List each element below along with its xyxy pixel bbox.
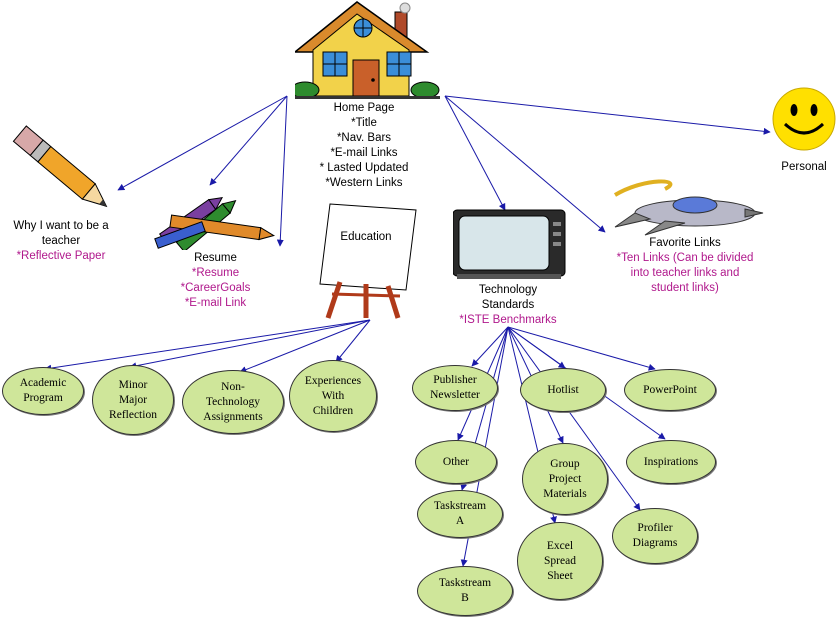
resume-item: *E-mail Link	[184, 297, 247, 309]
edge-home-why	[117, 95, 288, 191]
node-text: Taskstream	[433, 500, 487, 512]
node-text: Publisher	[433, 374, 477, 386]
home-page-item: *E-mail Links	[330, 147, 398, 159]
edge-home-favorite	[444, 95, 606, 233]
node-text: Minor	[118, 378, 148, 391]
node-text: Newsletter	[430, 389, 480, 401]
tech-standards-node: Technology Standards *ISTE Benchmarks	[448, 283, 568, 328]
edge-home-personal	[444, 95, 771, 135]
favorite-links-title: Favorite Links	[649, 237, 721, 249]
home-page-node: Home Page *Title *Nav. Bars *E-mail Link…	[318, 101, 410, 191]
home-page-item: *Title	[351, 117, 377, 129]
edge-home-tech	[444, 95, 506, 211]
education-title: Education	[340, 231, 392, 243]
home-page-item: *Western Links	[325, 177, 403, 189]
tech-standards-item: *ISTE Benchmarks	[459, 314, 557, 326]
resume-item: *CareerGoals	[180, 282, 251, 294]
home-page-item: * Lasted Updated	[319, 162, 409, 174]
resume-title: Resume	[194, 252, 237, 264]
node-text: Spread	[544, 554, 576, 567]
node-text: Diagrams	[632, 537, 678, 549]
node-text: B	[461, 592, 469, 604]
edge-edu-minor	[129, 319, 371, 370]
node-text: PowerPoint	[643, 383, 697, 396]
node-text: Profiler	[637, 522, 673, 534]
edge-tech-profiler	[507, 326, 641, 511]
edge-tech-powerpoint	[507, 326, 656, 371]
node-text: Other	[442, 455, 470, 468]
why-teacher-title: Why I want to be a teacher	[13, 220, 109, 247]
node-text: Technology	[205, 395, 261, 408]
pencil-icon	[12, 125, 108, 208]
favorite-links-item: into teacher links and	[630, 267, 740, 279]
edge-home-resume	[209, 95, 288, 186]
node-inspirations[interactable]: Inspirations	[626, 440, 716, 484]
edge-home-resume-2	[276, 95, 288, 247]
smiley-icon	[772, 87, 836, 151]
node-text: Children	[312, 404, 354, 417]
why-teacher-node: Why I want to be a teacher *Reflective P…	[0, 219, 122, 264]
node-text: Assignments	[203, 410, 263, 423]
node-powerpoint[interactable]: PowerPoint	[624, 369, 716, 411]
node-other[interactable]: Other	[415, 440, 497, 484]
node-text: Inspirations	[643, 455, 699, 468]
personal-title: Personal	[781, 161, 827, 173]
edge-tech-publisher	[471, 326, 509, 367]
node-text: Experiences	[304, 374, 362, 387]
favorite-links-node: Favorite Links *Ten Links (Can be divide…	[605, 236, 765, 296]
home-page-item: *Nav. Bars	[336, 132, 392, 144]
edge-edu-nontech	[239, 319, 371, 373]
tech-standards-title-2: Standards	[481, 299, 535, 311]
node-text: Project	[548, 472, 582, 485]
edge-edu-experiences	[335, 319, 371, 363]
home-page-title: Home Page	[333, 102, 395, 114]
node-text: A	[455, 515, 465, 527]
node-text: Academic	[19, 377, 67, 389]
crayons-icon	[154, 196, 276, 250]
node-text: With	[321, 389, 345, 402]
node-text: Excel	[546, 539, 574, 552]
tech-standards-title: Technology	[478, 284, 538, 296]
why-teacher-item: *Reflective Paper	[16, 250, 106, 262]
favorite-links-item: *Ten Links (Can be divided	[616, 252, 754, 264]
resume-node: Resume *Resume *CareerGoals *E-mail Link	[168, 251, 263, 311]
television-icon	[453, 209, 566, 279]
node-text: Group	[550, 457, 580, 470]
node-text: Materials	[543, 487, 587, 500]
node-text: Hotlist	[547, 383, 579, 396]
spaceship-icon	[613, 179, 764, 236]
node-text: Taskstream	[438, 577, 492, 589]
favorite-links-item: student links)	[651, 282, 719, 294]
node-text: Sheet	[547, 569, 573, 582]
node-hotlist[interactable]: Hotlist	[520, 368, 606, 412]
node-text: Program	[23, 392, 63, 404]
easel-icon	[319, 203, 417, 319]
resume-item: *Resume	[191, 267, 240, 279]
edge-edu-academic	[44, 319, 371, 372]
node-text: Major	[118, 393, 148, 406]
house-icon	[295, 1, 440, 99]
node-text: Reflection	[109, 408, 157, 421]
node-text: Non-	[221, 380, 245, 393]
